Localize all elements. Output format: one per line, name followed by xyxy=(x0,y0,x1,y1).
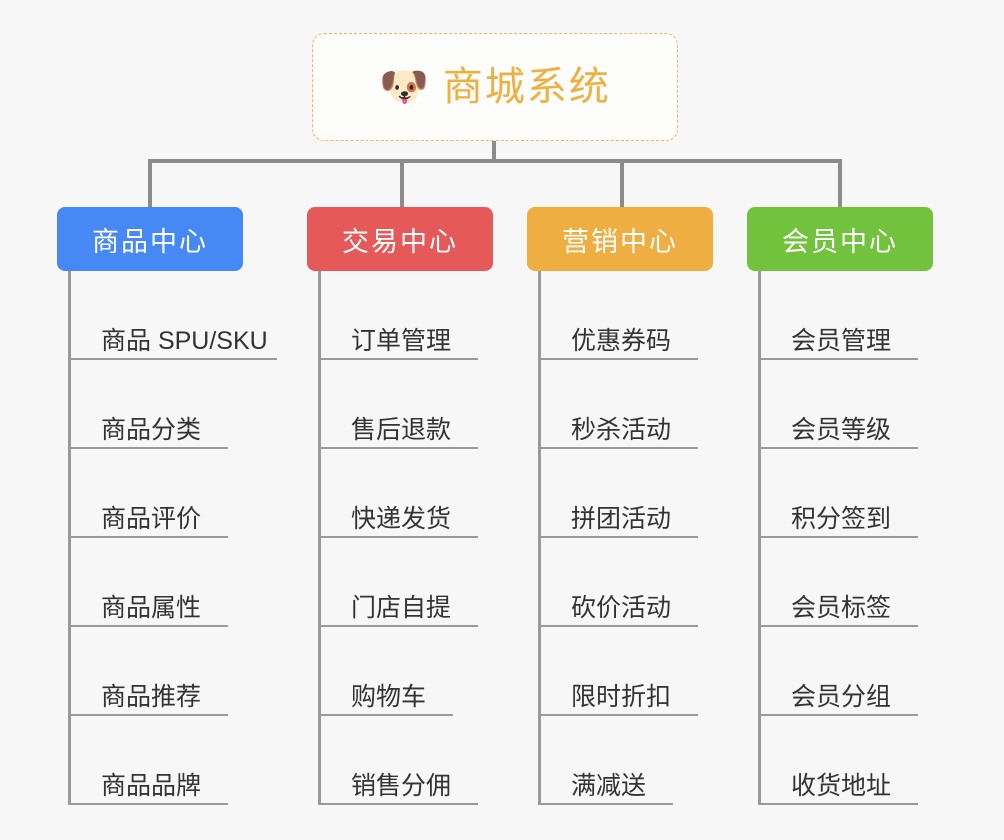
leaf-label: 销售分佣 xyxy=(351,771,452,800)
leaf-label: 收货地址 xyxy=(791,771,892,800)
connector-drop-2 xyxy=(620,159,624,209)
leaf-list-2: 订单管理 售后退款 快递发货 门店自提 购物车 销售分佣 xyxy=(318,271,493,805)
leaf-label: 拼团活动 xyxy=(571,504,672,533)
leaf-label: 售后退款 xyxy=(351,415,452,444)
leaf-item[interactable]: 快递发货 xyxy=(321,449,493,538)
leaf-item[interactable]: 会员分组 xyxy=(761,627,933,716)
leaf-item[interactable]: 优惠券码 xyxy=(541,271,713,360)
leaf-item[interactable]: 商品品牌 xyxy=(71,716,243,805)
root-title: 商城系统 xyxy=(442,65,611,109)
leaf-label: 会员等级 xyxy=(791,415,892,444)
category-label: 商品中心 xyxy=(92,226,208,257)
leaf-list-3: 优惠券码 秒杀活动 拼团活动 砍价活动 限时折扣 满减送 xyxy=(538,271,713,805)
branch-column-1: 商品中心 商品 SPU/SKU 商品分类 商品评价 商品属性 商品推荐 商品品牌 xyxy=(57,207,277,805)
leaf-item[interactable]: 商品属性 xyxy=(71,538,243,627)
leaf-label: 商品品牌 xyxy=(101,771,202,800)
leaf-label: 优惠券码 xyxy=(571,326,672,355)
branch-column-4: 会员中心 会员管理 会员等级 积分签到 会员标签 会员分组 收货地址 xyxy=(747,207,933,805)
leaf-item[interactable]: 订单管理 xyxy=(321,271,493,360)
leaf-label: 商品 SPU/SKU xyxy=(101,326,268,355)
category-header-2[interactable]: 交易中心 xyxy=(307,207,493,271)
branch-column-3: 营销中心 优惠券码 秒杀活动 拼团活动 砍价活动 限时折扣 满减送 xyxy=(527,207,713,805)
leaf-item[interactable]: 购物车 xyxy=(321,627,493,716)
leaf-item[interactable]: 收货地址 xyxy=(761,716,933,805)
leaf-label: 门店自提 xyxy=(351,593,452,622)
connector-drop-3 xyxy=(838,159,842,209)
category-label: 会员中心 xyxy=(782,226,898,257)
leaf-label: 限时折扣 xyxy=(571,682,672,711)
category-header-3[interactable]: 营销中心 xyxy=(527,207,713,271)
leaf-label: 秒杀活动 xyxy=(571,415,672,444)
leaf-item[interactable]: 销售分佣 xyxy=(321,716,493,805)
leaf-item[interactable]: 秒杀活动 xyxy=(541,360,713,449)
leaf-list-1: 商品 SPU/SKU 商品分类 商品评价 商品属性 商品推荐 商品品牌 xyxy=(68,271,277,805)
leaf-label: 商品推荐 xyxy=(101,682,202,711)
category-header-1[interactable]: 商品中心 xyxy=(57,207,243,271)
leaf-item[interactable]: 会员等级 xyxy=(761,360,933,449)
branch-column-2: 交易中心 订单管理 售后退款 快递发货 门店自提 购物车 销售分佣 xyxy=(307,207,493,805)
leaf-label: 订单管理 xyxy=(351,326,452,355)
leaf-item[interactable]: 售后退款 xyxy=(321,360,493,449)
leaf-label: 商品分类 xyxy=(101,415,202,444)
leaf-item[interactable]: 门店自提 xyxy=(321,538,493,627)
connector-horizontal-bus xyxy=(148,159,842,163)
leaf-item[interactable]: 会员管理 xyxy=(761,271,933,360)
connector-drop-1 xyxy=(400,159,404,209)
leaf-label: 会员分组 xyxy=(791,682,892,711)
leaf-item[interactable]: 满减送 xyxy=(541,716,713,805)
leaf-item[interactable]: 拼团活动 xyxy=(541,449,713,538)
leaf-item[interactable]: 会员标签 xyxy=(761,538,933,627)
leaf-label: 商品属性 xyxy=(101,593,202,622)
leaf-item[interactable]: 积分签到 xyxy=(761,449,933,538)
leaf-label: 快递发货 xyxy=(351,504,452,533)
category-header-4[interactable]: 会员中心 xyxy=(747,207,933,271)
leaf-label: 购物车 xyxy=(351,682,427,711)
leaf-label: 会员管理 xyxy=(791,326,892,355)
leaf-item[interactable]: 砍价活动 xyxy=(541,538,713,627)
leaf-label: 满减送 xyxy=(571,771,647,800)
shiba-dog-icon: 🐶 xyxy=(379,65,429,109)
root-node[interactable]: 🐶 商城系统 xyxy=(312,33,678,141)
leaf-item[interactable]: 商品评价 xyxy=(71,449,243,538)
connector-root-stem xyxy=(492,141,496,162)
leaf-item[interactable]: 限时折扣 xyxy=(541,627,713,716)
leaf-item[interactable]: 商品 SPU/SKU xyxy=(71,271,277,360)
category-label: 交易中心 xyxy=(342,226,458,257)
leaf-label: 砍价活动 xyxy=(571,593,672,622)
leaf-item[interactable]: 商品推荐 xyxy=(71,627,243,716)
connector-drop-0 xyxy=(148,159,152,209)
leaf-label: 积分签到 xyxy=(791,504,892,533)
leaf-item[interactable]: 商品分类 xyxy=(71,360,243,449)
category-label: 营销中心 xyxy=(562,226,678,257)
leaf-list-4: 会员管理 会员等级 积分签到 会员标签 会员分组 收货地址 xyxy=(758,271,933,805)
leaf-label: 会员标签 xyxy=(791,593,892,622)
leaf-label: 商品评价 xyxy=(101,504,202,533)
